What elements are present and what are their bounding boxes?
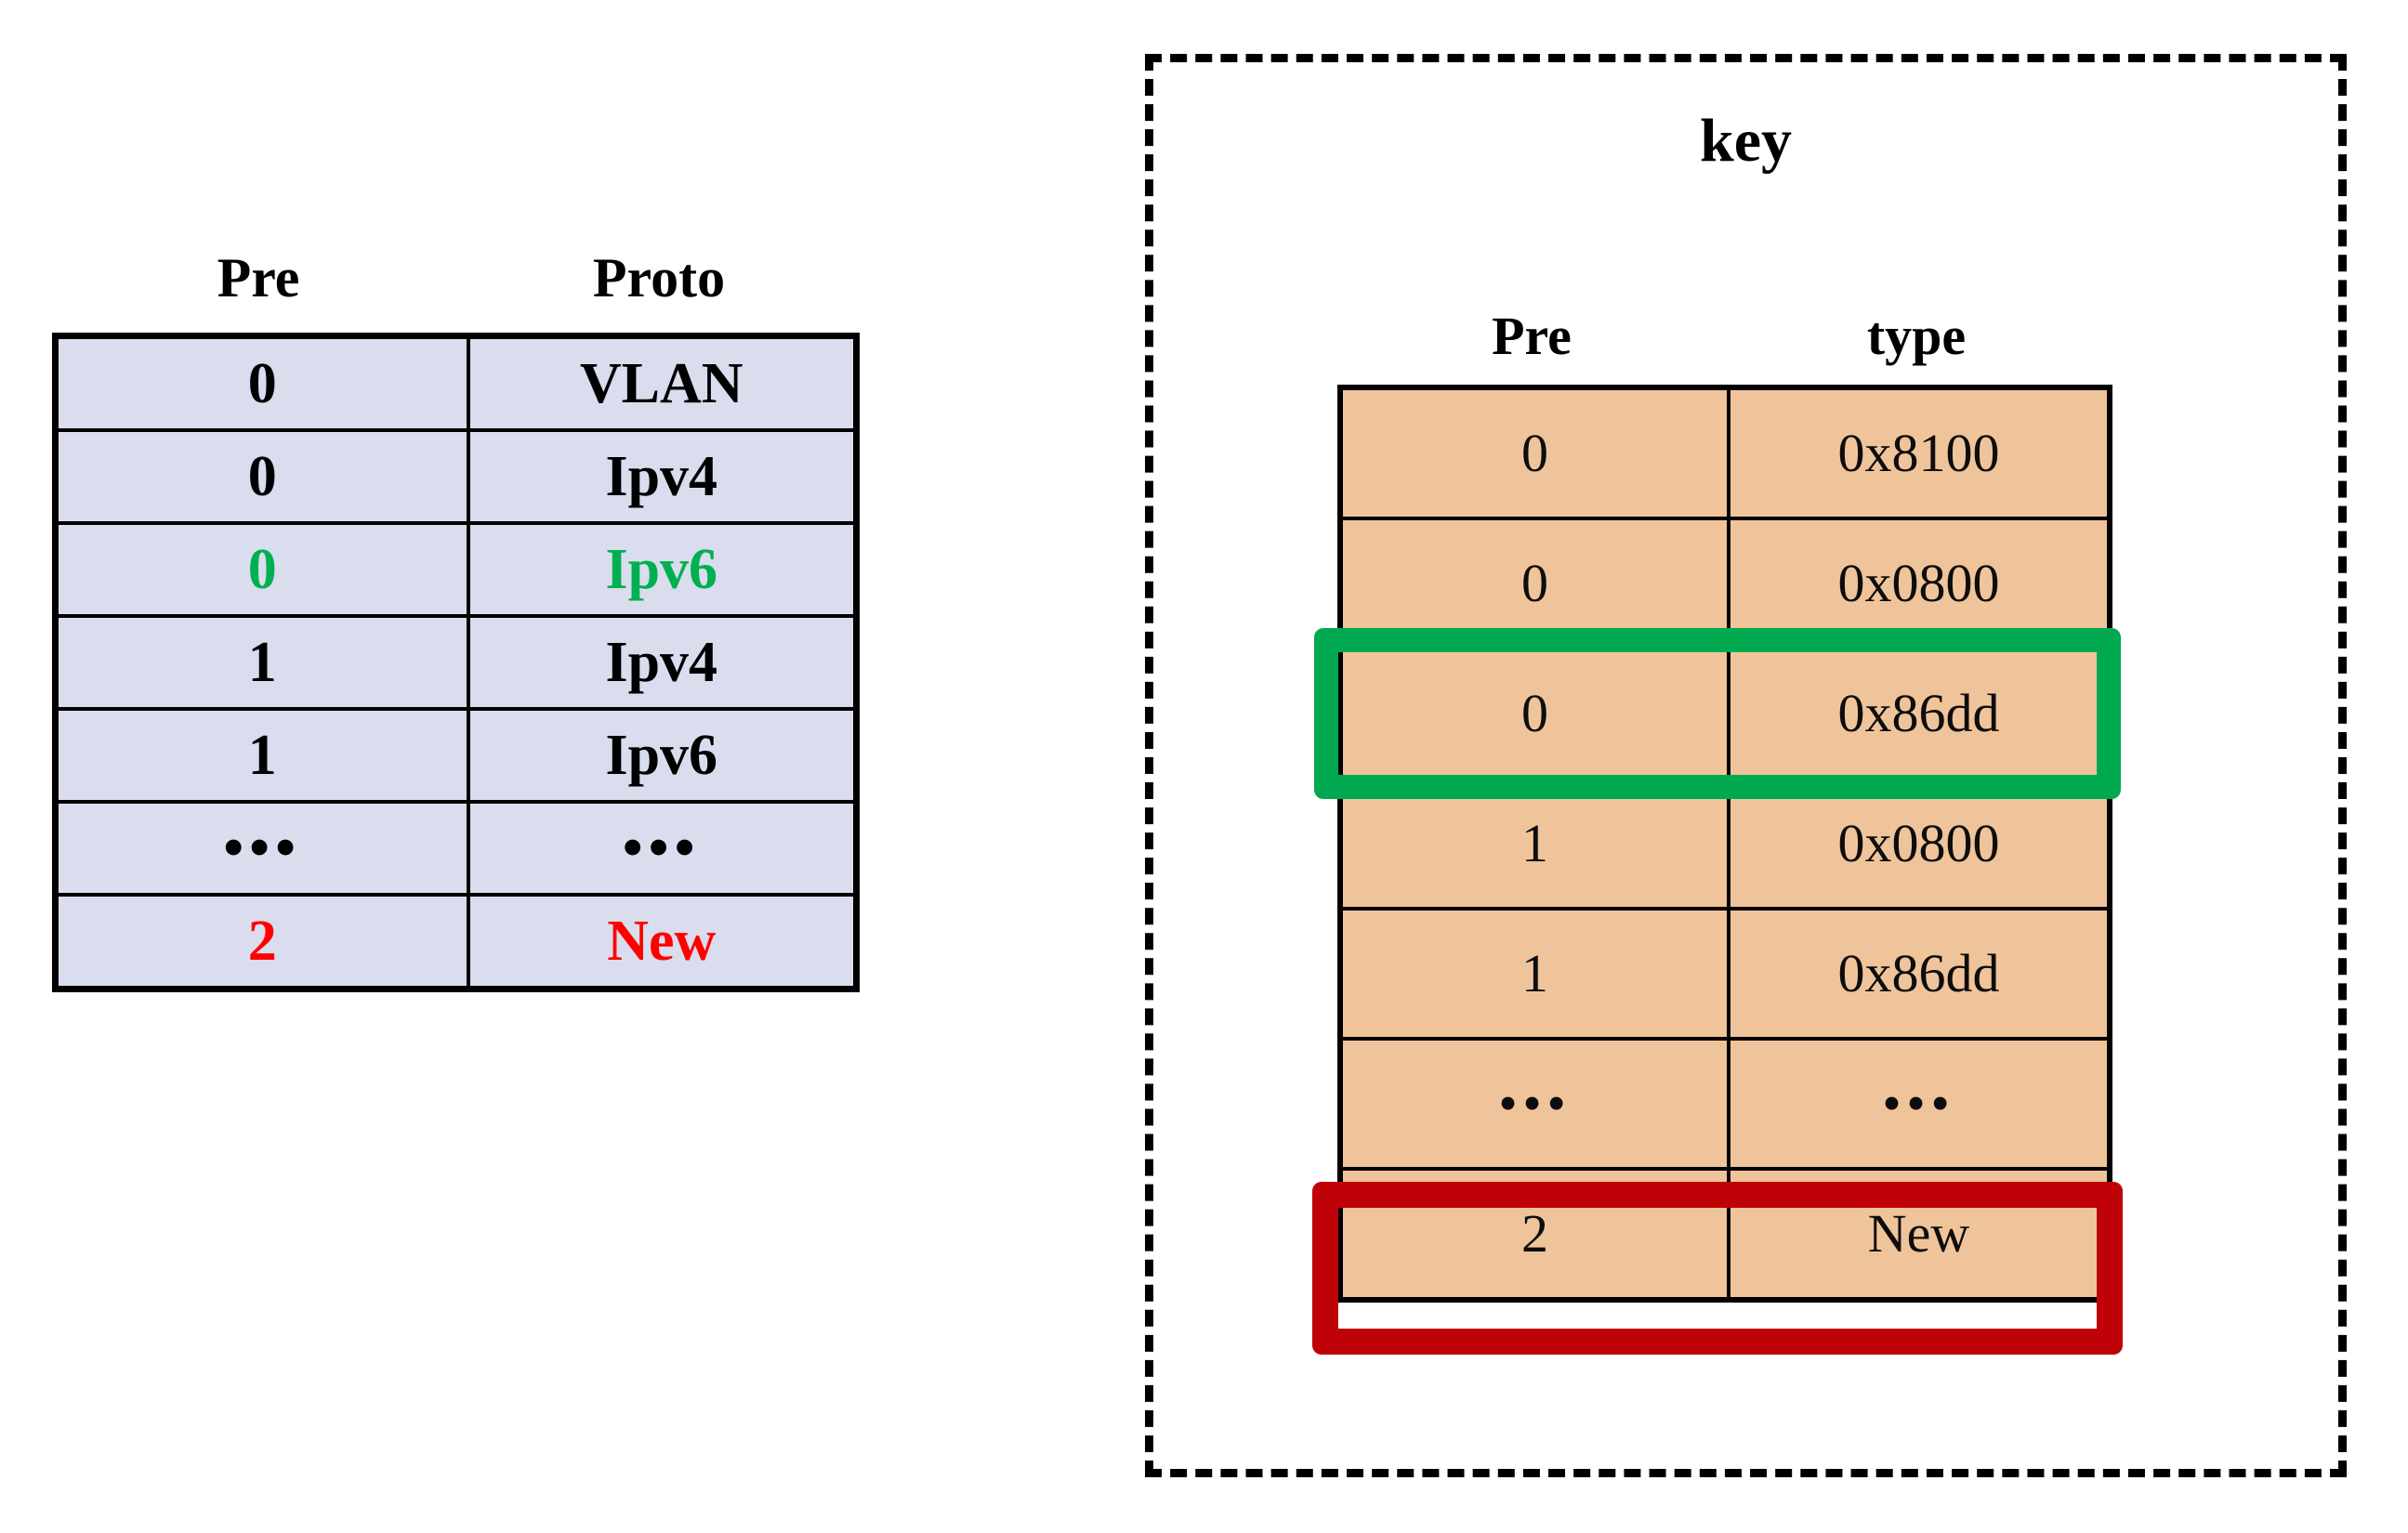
protocol-table: 0 VLAN 0 Ipv4 0 Ipv6 1 Ipv4 1 Ipv6	[52, 333, 860, 992]
key-table-header-type: type	[1866, 306, 1967, 366]
protocol-cell-pre: 0	[53, 334, 470, 432]
table-row: 0 0x8100	[1338, 386, 2112, 520]
key-cell-type: 0x0800	[1727, 777, 2112, 911]
table-row: 1 0x0800	[1338, 777, 2112, 911]
key-cell-pre-ellipsis: •••	[1338, 1037, 1730, 1171]
protocol-cell-pre: 0	[53, 521, 470, 618]
key-cell-type: New	[1727, 1167, 2112, 1302]
key-cell-pre: 2	[1338, 1167, 1730, 1302]
key-cell-type: 0x86dd	[1727, 907, 2112, 1041]
protocol-cell-proto: VLAN	[466, 334, 859, 432]
table-row-highlighted-red: 2 New	[1338, 1167, 2112, 1302]
key-panel: key Pre type 0 0x8100 0 0x0800	[1145, 54, 2347, 1477]
key-cell-pre: 0	[1338, 517, 1730, 650]
protocol-cell-pre: 1	[53, 614, 470, 711]
protocol-table-header-pre: Pre	[217, 247, 300, 308]
protocol-cell-proto: Ipv6	[466, 707, 859, 804]
protocol-cell-proto-ellipsis: •••	[466, 800, 859, 897]
table-row: 1 Ipv6	[53, 707, 859, 804]
table-row: 2 New	[53, 893, 859, 991]
protocol-cell-pre: 1	[53, 707, 470, 804]
protocol-table-header-proto: Proto	[592, 247, 726, 308]
table-row: 1 Ipv4	[53, 614, 859, 711]
protocol-table-panel: Pre Proto 0 VLAN 0 Ipv4 0 Ipv6 1	[52, 223, 860, 992]
key-cell-pre: 0	[1338, 386, 1730, 520]
key-cell-type: 0x86dd	[1727, 647, 2112, 780]
table-row-highlighted-green: 0 0x86dd	[1338, 647, 2112, 780]
key-cell-type: 0x0800	[1727, 517, 2112, 650]
table-row: 0 Ipv6	[53, 521, 859, 618]
key-cell-pre: 1	[1338, 777, 1730, 911]
protocol-table-header-row: Pre Proto	[52, 223, 853, 333]
key-cell-pre: 0	[1338, 647, 1730, 780]
key-table-header-pre: Pre	[1492, 306, 1572, 366]
protocol-cell-proto: New	[466, 893, 859, 991]
key-cell-type-ellipsis: •••	[1727, 1037, 2112, 1171]
protocol-cell-proto: Ipv6	[466, 521, 859, 618]
protocol-cell-proto: Ipv4	[466, 614, 859, 711]
table-row: 0 0x0800	[1338, 517, 2112, 650]
protocol-cell-pre: 2	[53, 893, 470, 991]
table-row: ••• •••	[1338, 1037, 2112, 1171]
key-cell-pre: 1	[1338, 907, 1730, 1041]
protocol-cell-pre: 0	[53, 428, 470, 525]
protocol-cell-proto: Ipv4	[466, 428, 859, 525]
key-panel-title: key	[1700, 107, 1792, 175]
key-cell-type: 0x8100	[1727, 386, 2112, 520]
protocol-cell-pre-ellipsis: •••	[53, 800, 470, 897]
key-table-header-row: Pre type	[1337, 288, 2107, 385]
table-row: 0 Ipv4	[53, 428, 859, 525]
key-table-panel: Pre type 0 0x8100 0 0x0800 0 0x8	[1337, 288, 2112, 1303]
key-table: 0 0x8100 0 0x0800 0 0x86dd 1 0x0800	[1337, 385, 2112, 1303]
table-row: 0 VLAN	[53, 334, 859, 432]
table-row: ••• •••	[53, 800, 859, 897]
table-row: 1 0x86dd	[1338, 907, 2112, 1041]
